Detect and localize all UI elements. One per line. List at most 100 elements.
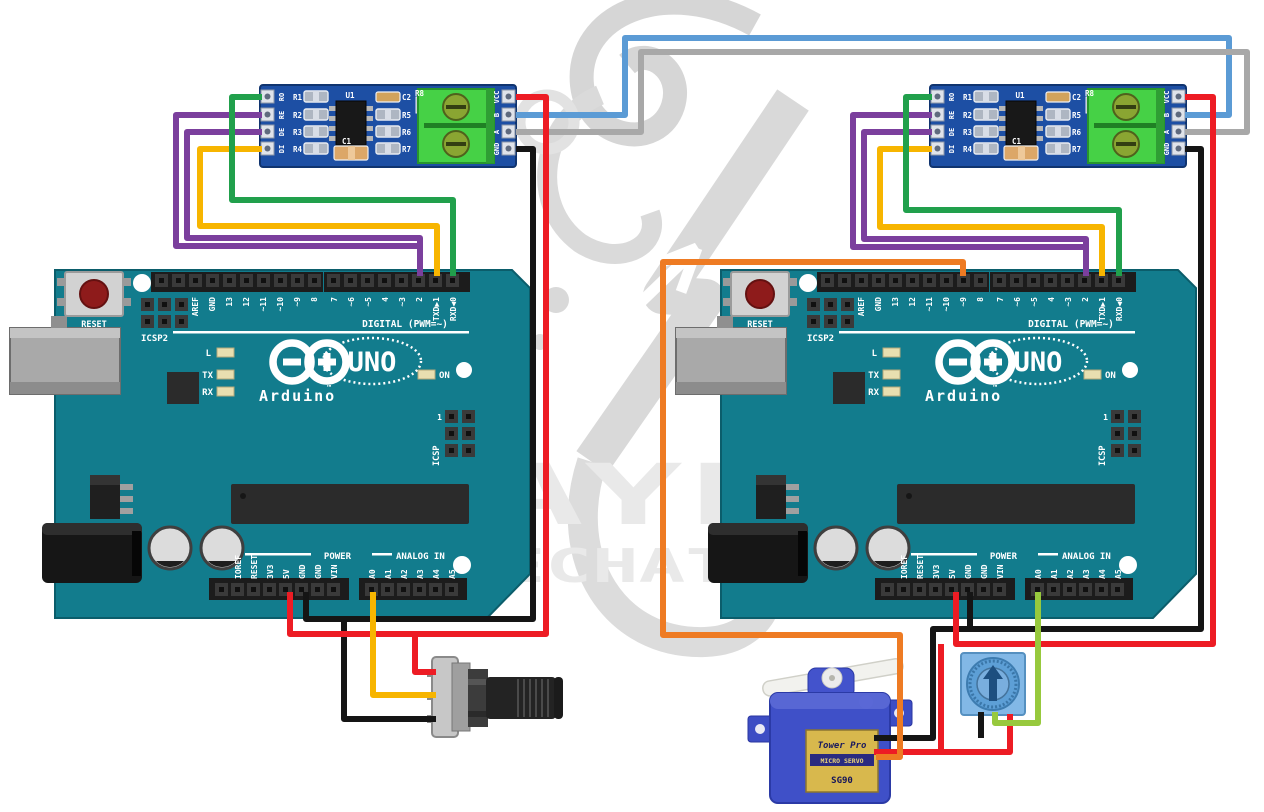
led-tx-label: TX bbox=[868, 371, 879, 381]
wire-right-gnd bbox=[967, 146, 1204, 632]
pin-label: 4 bbox=[1047, 297, 1056, 302]
pin-label: ~9 bbox=[959, 297, 968, 307]
wire-right-gnd-branch bbox=[874, 626, 970, 741]
ref-label: C2 bbox=[402, 93, 411, 102]
icsp2-label: ICSP2 bbox=[141, 334, 168, 344]
pin-label: 5V bbox=[282, 569, 291, 579]
wire-right-de-to-d2 bbox=[861, 129, 1089, 251]
ref-label: R2 bbox=[963, 111, 972, 120]
pin-label: ~10 bbox=[276, 297, 285, 312]
pin-label: 2 bbox=[1081, 297, 1090, 302]
led-tx-label: TX bbox=[202, 371, 213, 381]
ref-label: R7 bbox=[402, 145, 411, 154]
pin-label: A1 bbox=[384, 569, 393, 579]
pin-label: A5 bbox=[448, 569, 457, 579]
pin-label: VIN bbox=[996, 564, 1005, 579]
pin-label: 13 bbox=[891, 297, 900, 307]
ref-label: R8 bbox=[1085, 89, 1095, 98]
led-rx-label: RX bbox=[202, 388, 213, 398]
pin-label: 4 bbox=[381, 297, 390, 302]
brand-label: Arduino bbox=[259, 387, 336, 405]
pin-label: 3V3 bbox=[932, 564, 941, 579]
right-arduino-labels: RESET AREF GND 13 12 ~11 ~10 ~9 8 7 ~6 ~… bbox=[747, 297, 1124, 579]
pin-label: RE bbox=[948, 111, 956, 119]
pin-label: RESET bbox=[250, 555, 259, 579]
servo-type-label: MICRO SERVO bbox=[820, 757, 863, 765]
wire-right-di-to-tx1 bbox=[877, 146, 1105, 276]
wire-left-5v bbox=[287, 94, 549, 637]
pin-label-rx: RXD◀0 bbox=[449, 297, 458, 321]
digital-header-label: DIGITAL (PWM=~) bbox=[1028, 319, 1114, 330]
pin-label: GND bbox=[1163, 143, 1171, 156]
pin-label: GND bbox=[298, 564, 307, 579]
pin-label: A bbox=[493, 129, 501, 134]
wire-left-di-to-tx1 bbox=[197, 146, 440, 276]
analog-header-label: ANALOG IN bbox=[1062, 552, 1111, 562]
pin-label: ~6 bbox=[1013, 297, 1022, 307]
pin-label: 13 bbox=[225, 297, 234, 307]
pin-label: A0 bbox=[1034, 569, 1043, 579]
power-header-label: POWER bbox=[990, 552, 1018, 562]
ref-label: R6 bbox=[402, 128, 412, 137]
ref-label: R3 bbox=[293, 128, 303, 137]
pin-label: VCC bbox=[1163, 91, 1171, 104]
digital-header-label: DIGITAL (PWM=~) bbox=[362, 319, 448, 330]
pin-label: A4 bbox=[432, 569, 441, 579]
pin-label: B bbox=[493, 113, 501, 117]
reset-label: RESET bbox=[747, 320, 773, 330]
wire-right-ro-to-rx0 bbox=[903, 94, 1122, 276]
ref-label: R3 bbox=[963, 128, 973, 137]
pin-label: 2 bbox=[415, 297, 424, 302]
ref-label: R2 bbox=[293, 111, 302, 120]
right-rs485-labels: RO RE DE DI R1 R2 R3 R4 U1 C1 C2 R5 R6 R… bbox=[948, 89, 1171, 155]
trademark: ™ bbox=[326, 384, 331, 392]
ref-label: C1 bbox=[1012, 137, 1022, 146]
led-on-label: ON bbox=[1105, 371, 1116, 381]
wire-left-re-to-d2 bbox=[173, 112, 423, 276]
pot-shaft bbox=[486, 677, 556, 719]
watermark-arrow bbox=[608, 242, 703, 334]
wire-right-5v bbox=[953, 94, 1216, 647]
pin-label: GND bbox=[314, 564, 323, 579]
wire-right-re-to-d2 bbox=[850, 112, 1089, 276]
pin-label: A3 bbox=[1082, 569, 1091, 579]
ref-label: R5 bbox=[402, 111, 411, 120]
servo-motor: Tower Pro MICRO SERVO SG90 bbox=[747, 657, 913, 804]
pin-label: AREF bbox=[191, 297, 200, 316]
pin-label: ~11 bbox=[259, 297, 268, 312]
ref-label: R4 bbox=[293, 145, 303, 154]
pin-label: A2 bbox=[1066, 569, 1075, 579]
pin-label: A3 bbox=[416, 569, 425, 579]
pin-label: 7 bbox=[996, 297, 1005, 302]
led-rx-label: RX bbox=[868, 388, 879, 398]
pin-label: 12 bbox=[242, 297, 251, 307]
trimmer-potentiometer bbox=[960, 652, 1026, 716]
pin-label: RO bbox=[948, 93, 956, 101]
pin-label: B bbox=[1163, 113, 1171, 117]
pin-label: RO bbox=[278, 93, 286, 101]
ref-label: R5 bbox=[1072, 111, 1081, 120]
led-on-label: ON bbox=[439, 371, 450, 381]
icsp-label: ICSP bbox=[1098, 446, 1108, 466]
uno-badge: UNO bbox=[348, 347, 397, 378]
pin-label: ~10 bbox=[942, 297, 951, 312]
led-l-label: L bbox=[206, 349, 212, 359]
pin-label: 7 bbox=[330, 297, 339, 302]
analog-header-label: ANALOG IN bbox=[396, 552, 445, 562]
pin-label: GND bbox=[208, 297, 217, 312]
servo-model-label: SG90 bbox=[831, 776, 853, 786]
pin-label: GND bbox=[980, 564, 989, 579]
pin-label: RE bbox=[278, 111, 286, 119]
trademark: ™ bbox=[992, 384, 997, 392]
pin-label: DI bbox=[278, 145, 286, 153]
ref-label: R1 bbox=[963, 93, 973, 102]
pin-label: ~5 bbox=[364, 297, 373, 307]
watermark-flourish bbox=[569, 0, 761, 147]
watermark-bolt bbox=[576, 89, 809, 473]
left-arduino-labels: RESET AREF GND 13 12 ~11 ~10 ~9 8 7 ~6 ~… bbox=[81, 297, 458, 579]
pin-label: RESET bbox=[916, 555, 925, 579]
wire-left-pot-gnd bbox=[341, 619, 436, 722]
ref-label: U1 bbox=[345, 91, 355, 100]
pin-label: 3V3 bbox=[266, 564, 275, 579]
